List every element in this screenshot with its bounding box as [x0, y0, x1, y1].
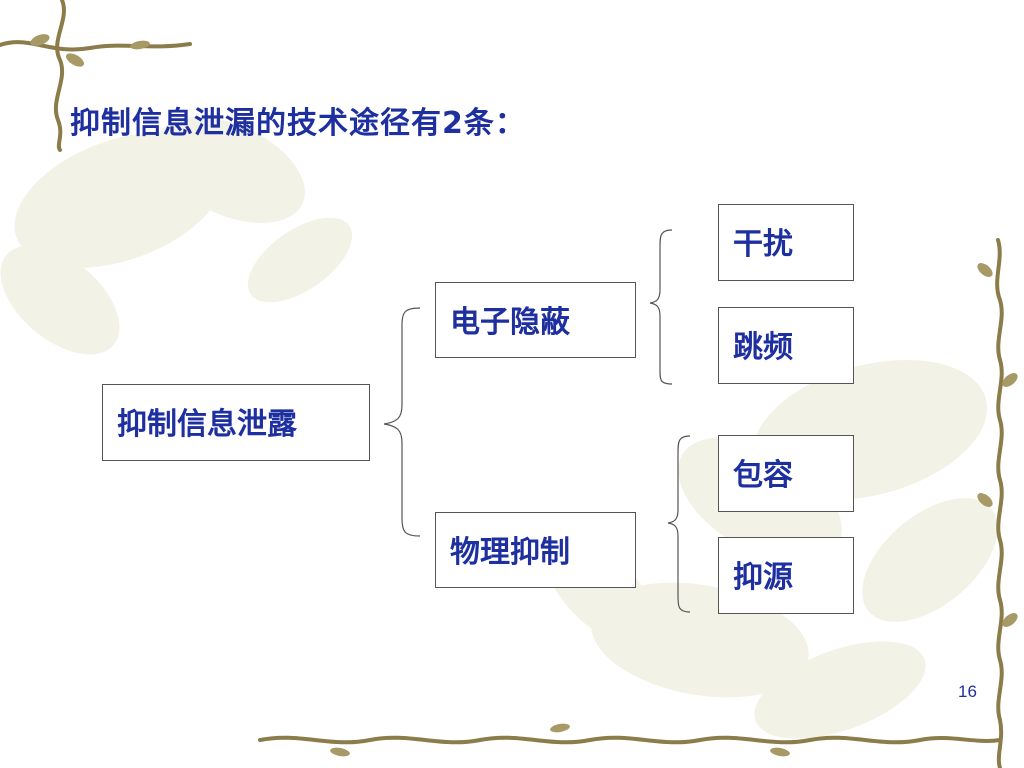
leaf-node-source-suppression: 抑源 — [718, 537, 854, 614]
branch1-brace — [649, 229, 673, 385]
branch2-brace — [667, 435, 691, 613]
page-number: 16 — [958, 682, 977, 701]
leaf-node-frequency-hopping: 跳频 — [718, 307, 854, 384]
branch-node-physical-suppression: 物理抑制 — [435, 512, 636, 588]
vine-leaves — [30, 34, 1018, 757]
root-node: 抑制信息泄露 — [102, 384, 370, 461]
branch-node-electronic-concealment: 电子隐蔽 — [435, 282, 636, 358]
root-brace — [383, 307, 421, 537]
slide-title: 抑制信息泄漏的技术途径有2条： — [70, 106, 526, 141]
leaf-node-containment: 包容 — [718, 435, 854, 512]
leaf-node-jamming: 干扰 — [718, 204, 854, 281]
